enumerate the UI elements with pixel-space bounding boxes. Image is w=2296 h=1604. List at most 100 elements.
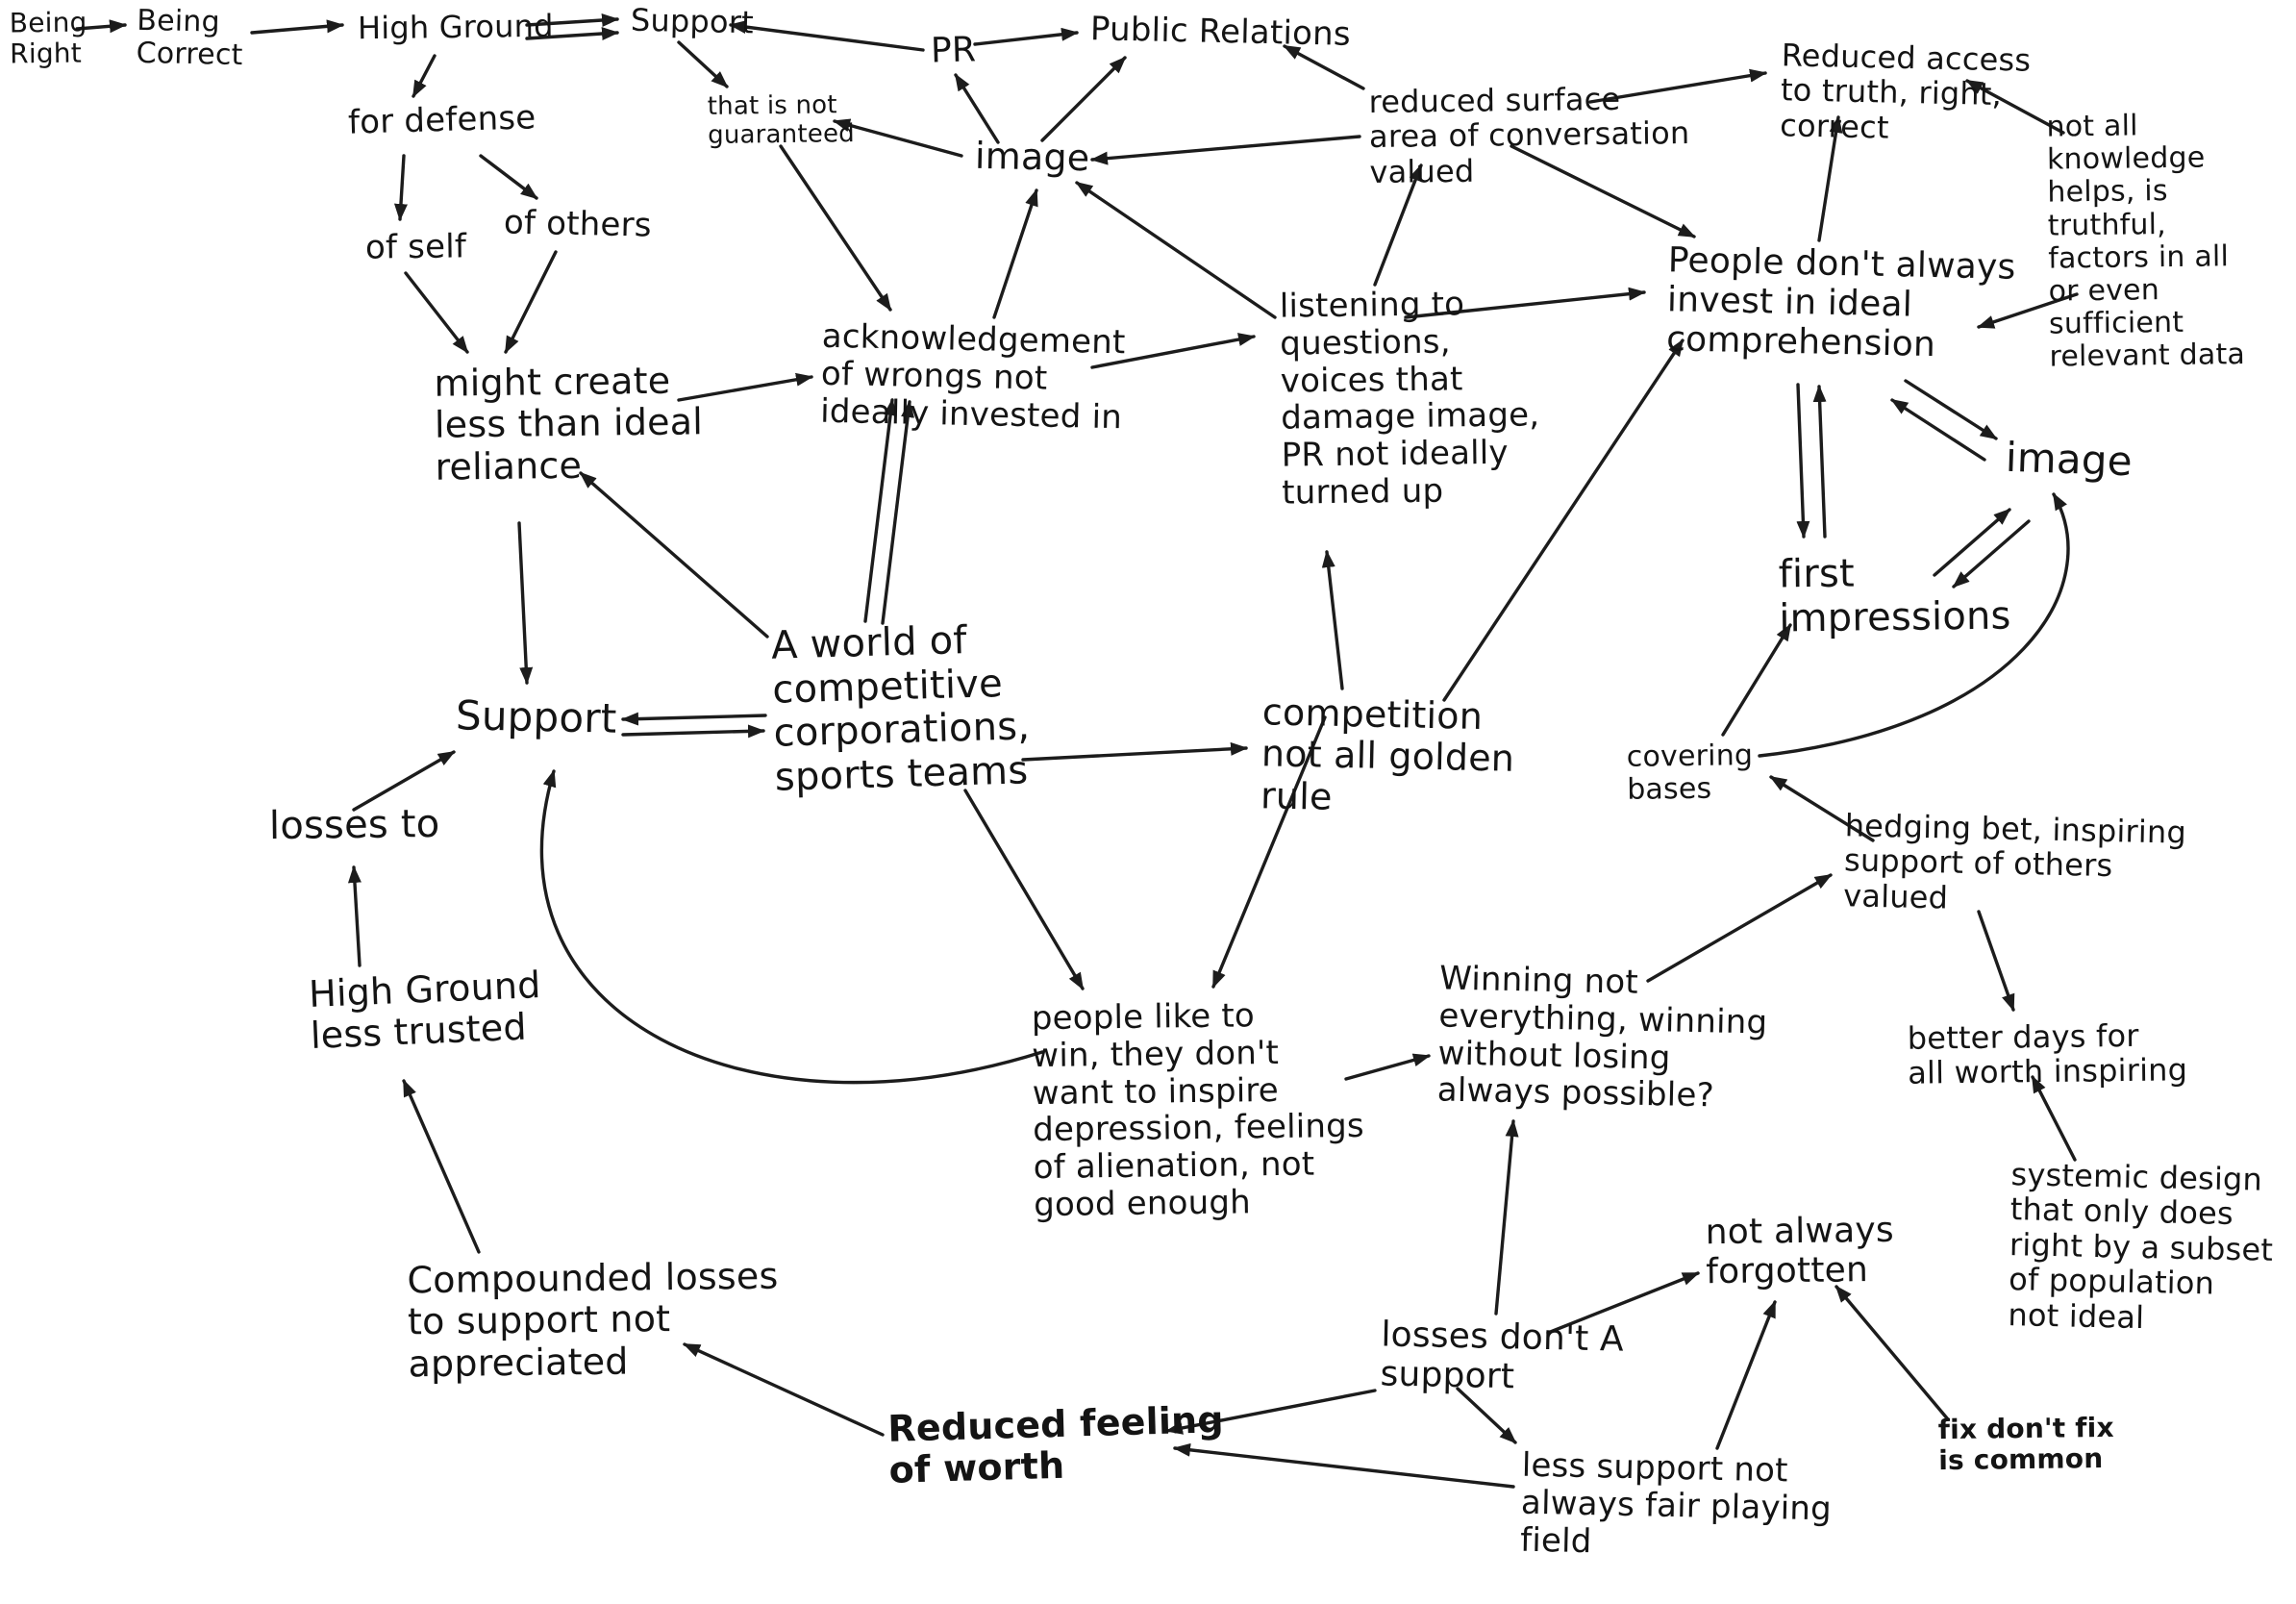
node-image-right: image (2005, 433, 2134, 486)
node-hedging-bet: hedging bet, inspiring support of others… (1842, 807, 2187, 916)
node-being-correct: Being Correct (136, 3, 243, 73)
node-reduced-access: Reduced access to truth, right, correct (1779, 37, 2032, 146)
node-for-defense: for defense (347, 98, 537, 142)
edge (1373, 163, 1423, 287)
edge (412, 54, 437, 98)
edge (963, 789, 1085, 990)
edge (1404, 287, 1646, 319)
edge (1890, 398, 1986, 462)
edge (863, 398, 898, 623)
node-reduced-feeling: Reduced feeling of worth (886, 1398, 1225, 1492)
edge (683, 1342, 885, 1437)
node-might-create: might create less than ideal reliance (434, 359, 704, 489)
edge (504, 250, 558, 354)
node-not-always-forgotten: not always forgotten (1705, 1210, 1895, 1292)
edge (779, 144, 892, 312)
edge (1817, 115, 1843, 242)
edge (75, 19, 127, 34)
edge (1075, 181, 1277, 319)
node-systemic-design: systemic design that only does right by … (2008, 1156, 2274, 1336)
edge (352, 750, 456, 812)
edge (1721, 623, 1792, 737)
edge (539, 769, 1044, 1085)
edge (1456, 1387, 1517, 1444)
node-fix-dont-fix: fix don't fix is common (1937, 1411, 2114, 1477)
node-reduced-surface: reduced surface area of conversation val… (1368, 80, 1690, 190)
edge (1283, 44, 1365, 90)
edge (479, 154, 538, 200)
edge (579, 471, 769, 639)
node-covering-bases: covering bases (1626, 739, 1754, 807)
edge (525, 27, 619, 41)
edge (2031, 1075, 2077, 1162)
edge (1646, 873, 1833, 983)
node-of-self: of self (364, 227, 467, 267)
edge (404, 271, 469, 354)
node-high-ground: High Ground (357, 7, 554, 47)
edge (729, 20, 925, 52)
edge (1952, 519, 2031, 589)
node-that-is-not-guaranteed: that is not guaranteed (707, 90, 856, 150)
edge (1758, 492, 2070, 758)
edge (1588, 68, 1767, 104)
node-compounded-losses: Compounded losses to support not appreci… (407, 1254, 779, 1385)
edge (1933, 508, 2011, 577)
node-first-impressions: first impressions (1778, 551, 2011, 641)
edge (1021, 741, 1248, 762)
edge (1173, 1442, 1515, 1489)
edge (833, 118, 963, 158)
edge (621, 724, 765, 739)
edge (402, 1079, 481, 1254)
edge (1904, 379, 1998, 440)
edge (677, 40, 729, 88)
edge (1812, 385, 1827, 539)
node-public-relations: Public Relations (1089, 10, 1352, 54)
node-people-dont: People don't always invest in ideal comp… (1665, 240, 2016, 365)
edge (250, 19, 344, 35)
edge (1165, 1389, 1377, 1435)
edge (1321, 550, 1344, 690)
edge (1442, 338, 1685, 702)
edge (973, 27, 1079, 46)
edge (621, 712, 767, 726)
node-a-world: A world of competitive corporations, spo… (770, 618, 1031, 800)
edge (1344, 1053, 1431, 1081)
edge (954, 73, 1000, 144)
node-not-all-knowledge: not all knowledge helps, is truthful, fa… (2046, 109, 2246, 374)
node-winning-not: Winning not everything, winning without … (1436, 959, 1768, 1115)
edge (1494, 1119, 1519, 1316)
edge (1977, 910, 2015, 1012)
edge (1715, 1300, 1777, 1450)
edge (992, 188, 1038, 319)
edge (881, 400, 915, 625)
node-high-ground-less: High Ground less trusted (308, 963, 542, 1058)
node-support-top: Support (630, 1, 755, 41)
edge (1977, 292, 2079, 329)
edge (1834, 1285, 1950, 1421)
edge (393, 154, 408, 221)
edge (677, 372, 813, 402)
edge (1211, 715, 1327, 989)
edge (1546, 1271, 1700, 1335)
edge (1769, 775, 1875, 842)
edge (1965, 79, 2065, 135)
node-less-support: less support not always fair playing fie… (1519, 1445, 1833, 1561)
node-people-like: people like to win, they don't want to i… (1031, 996, 1365, 1224)
edge (1090, 333, 1256, 369)
edge (1040, 56, 1127, 142)
node-pr: PR (930, 30, 977, 71)
node-being-right: Being Right (9, 6, 87, 70)
node-support-mid: Support (455, 691, 617, 742)
node-listening: listening to questions, voices that dama… (1279, 285, 1540, 513)
node-image-top: image (974, 134, 1090, 180)
edge (1510, 144, 1696, 238)
edge (517, 521, 534, 685)
node-better-days: better days for all worth inspiring (1907, 1016, 2188, 1092)
edge (525, 13, 619, 28)
edge (347, 865, 362, 967)
node-of-others: of others (503, 203, 653, 245)
node-losses-to: losses to (268, 801, 440, 849)
edge (1090, 135, 1361, 165)
